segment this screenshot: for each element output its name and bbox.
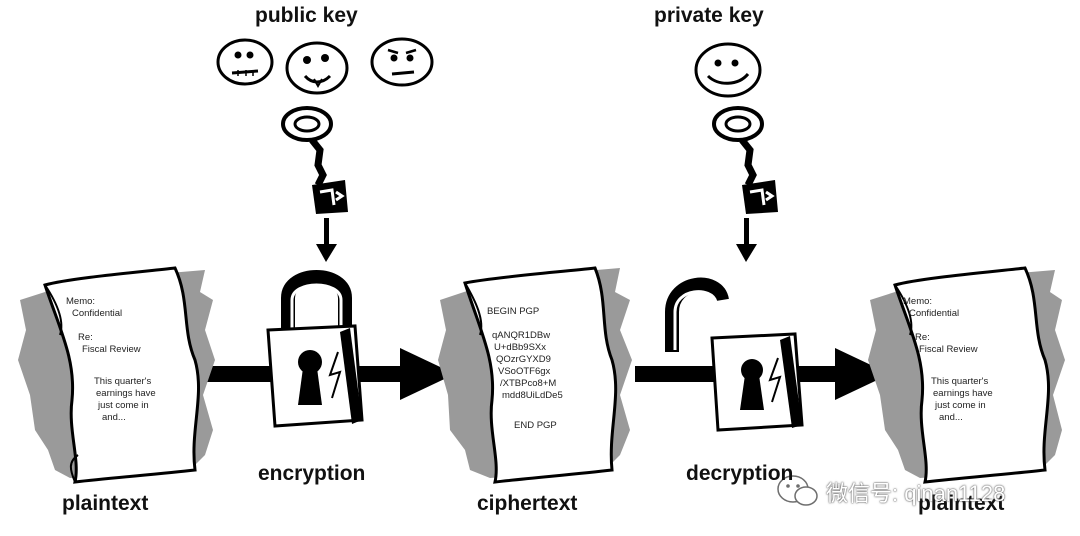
plaintext-document-left <box>18 266 215 484</box>
plaintext-document-right <box>868 266 1065 484</box>
memo-right-line-2: Confidential <box>909 308 960 319</box>
cipher-line-1: BEGIN PGP <box>487 306 540 317</box>
memo-line-6: earnings have <box>96 388 156 399</box>
plaintext-label-right: plaintext <box>918 492 1005 515</box>
memo-line-2: Confidential <box>72 308 123 319</box>
memo-right-line-5: This quarter's <box>931 376 989 387</box>
cipher-line-2: qANQR1DBw <box>492 330 551 341</box>
private-key-label: private key <box>654 4 764 27</box>
public-key-icon <box>281 106 348 214</box>
memo-line-4: Fiscal Review <box>82 344 141 355</box>
memo-right-line-4: Fiscal Review <box>919 344 978 355</box>
wechat-watermark-icon <box>777 475 818 506</box>
memo-line-8: and... <box>102 412 126 423</box>
wechat-watermark-text: 微信号: qinan1128 <box>826 481 1006 506</box>
memo-right-line-3: Re: <box>915 332 930 343</box>
decryption-label: decryption <box>686 462 794 485</box>
cipher-line-8: END PGP <box>514 420 557 431</box>
memo-line-1: Memo: <box>66 296 96 307</box>
memo-line-3: Re: <box>78 332 93 343</box>
ciphertext-label: ciphertext <box>477 492 578 515</box>
private-key-icon <box>712 106 778 214</box>
face-smiling-icon <box>694 42 762 98</box>
cipher-line-5: VSoOTF6gx <box>498 366 551 377</box>
ciphertext-document <box>438 266 632 484</box>
face-unamused-icon <box>370 37 434 87</box>
public-key-label: public key <box>255 4 358 27</box>
cipher-line-6: /XTBPco8+M <box>500 378 557 389</box>
memo-right-line-1: Memo: <box>903 296 933 307</box>
face-grinning-icon <box>285 41 349 95</box>
memo-line-7: just come in <box>98 400 149 411</box>
face-surprised-icon <box>216 38 274 86</box>
plaintext-label-left: plaintext <box>62 492 149 515</box>
memo-line-5: This quarter's <box>94 376 152 387</box>
cipher-line-4: QOzrGYXD9 <box>496 354 551 365</box>
flow-arrow-1 <box>200 348 455 400</box>
memo-right-line-7: just come in <box>935 400 986 411</box>
memo-right-line-6: earnings have <box>933 388 993 399</box>
open-padlock-icon <box>665 277 804 432</box>
public-key-arrow <box>316 218 337 262</box>
cipher-line-7: mdd8UiLdDe5 <box>502 390 563 401</box>
private-key-arrow <box>736 218 757 262</box>
encryption-label: encryption <box>258 462 366 485</box>
cipher-line-3: U+dBb9SXx <box>494 342 547 353</box>
memo-right-line-8: and... <box>939 412 963 423</box>
closed-padlock-icon <box>266 270 364 428</box>
